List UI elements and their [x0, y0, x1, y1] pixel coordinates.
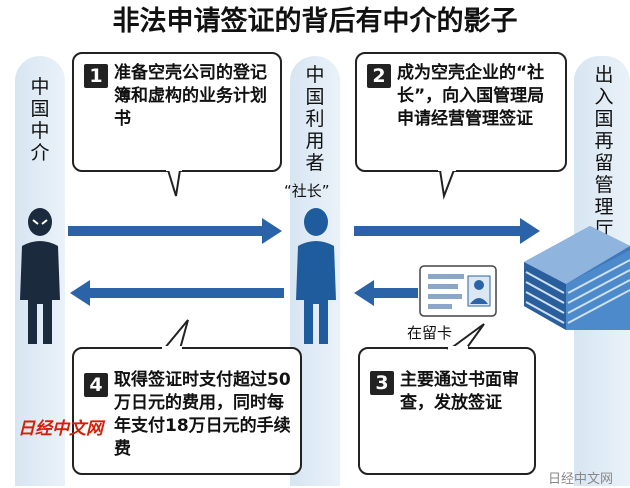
broker-label: 中国中介 — [30, 76, 50, 164]
residence-card-icon — [419, 265, 497, 317]
residence-card-label: 在留卡 — [407, 324, 453, 342]
step-3-text: 主要通过书面审查，发放签证 — [400, 370, 519, 413]
arrow-bureau-to-user-shaft — [372, 288, 418, 298]
step-2-text: 成为空壳企业的“社长”，向入国管理局申请经营管理签证 — [397, 63, 545, 129]
broker-figure — [20, 208, 60, 344]
arrow-user-to-bureau-shaft — [354, 226, 522, 236]
step-4-text: 取得签证时支付超过50万日元的费用，同时每年支付18万日元的手续费 — [114, 370, 291, 459]
arrow-user-to-broker-shaft — [88, 288, 284, 298]
arrow-broker-to-user-shaft — [68, 226, 264, 236]
step-1-text: 准备空壳公司的登记簿和虚构的业务计划书 — [114, 63, 267, 129]
step-4-number: 4 — [84, 373, 108, 397]
step-2-tail — [438, 169, 456, 200]
step-3-tail — [446, 323, 485, 350]
user-figure — [296, 208, 336, 344]
step-3-number: 3 — [370, 371, 394, 395]
step-1-number: 1 — [84, 64, 108, 88]
step-4-box: 4 取得签证时支付超过50万日元的费用，同时每年支付18万日元的手续费 — [72, 347, 302, 475]
user-label: 中国利用者 — [305, 64, 325, 174]
page-title: 非法申请签证的背后有中介的影子 — [112, 6, 518, 37]
step-2-box: 2 成为空壳企业的“社长”，向入国管理局申请经营管理签证 — [355, 52, 567, 172]
step-4-tail — [161, 319, 189, 350]
bureau-label: 出入国再留管理厅 — [594, 64, 614, 240]
watermark-right: 日经中文网 — [548, 472, 614, 487]
step-3-box: 3 主要通过书面审查，发放签证 — [358, 347, 536, 475]
arrow-user-to-bureau-head — [520, 218, 540, 244]
arrow-broker-to-user-head — [262, 218, 282, 244]
president-label: “社长” — [284, 182, 330, 200]
step-1-tail — [166, 169, 182, 197]
step-2-number: 2 — [367, 64, 391, 88]
arrow-bureau-to-user-head — [354, 280, 374, 306]
bureau-building-icon — [524, 226, 630, 330]
watermark-left: 日经中文网 — [18, 419, 103, 439]
arrow-user-to-broker-head — [70, 280, 90, 306]
